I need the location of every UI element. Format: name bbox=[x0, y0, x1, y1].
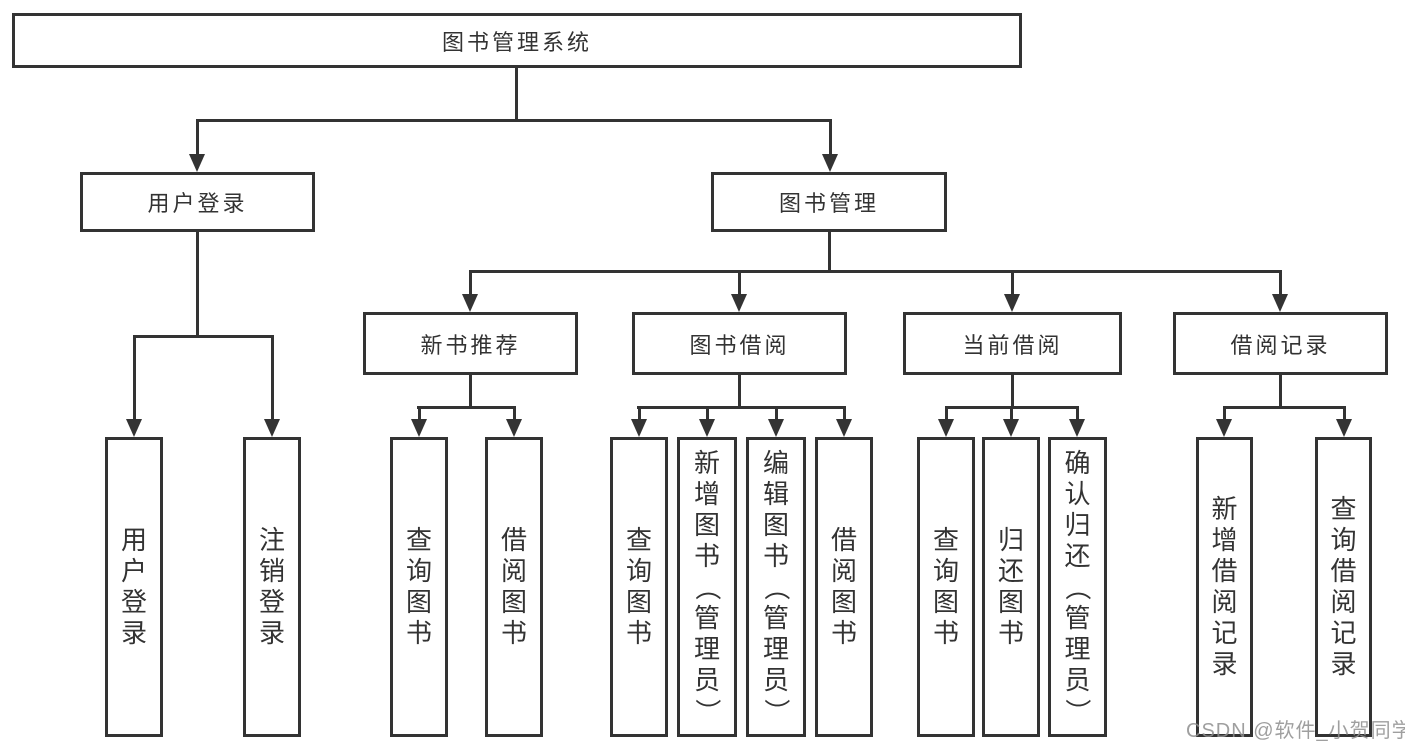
arrowhead-user-login-icon bbox=[189, 154, 205, 172]
leaf-bb-query-books-label: 查询图书 bbox=[625, 525, 652, 648]
edge-borrow-records-stem bbox=[1279, 375, 1282, 408]
edge-bb-borrow-drop bbox=[843, 406, 846, 422]
edge-book-mgmt-drop bbox=[829, 119, 832, 159]
arrowhead-borrow-records-icon bbox=[1272, 294, 1288, 312]
edge-book-borrow-drop bbox=[738, 270, 741, 298]
arrowhead-leaf-logout-icon bbox=[264, 419, 280, 437]
edge-bb-edit-drop bbox=[775, 406, 778, 422]
arrowhead-bb-query-icon bbox=[631, 419, 647, 437]
edge-book-mgmt-stem bbox=[828, 232, 831, 273]
node-current-borrow-label: 当前借阅 bbox=[962, 332, 1063, 358]
leaf-bb-borrow-books-label: 借阅图书 bbox=[830, 525, 857, 648]
node-new-book-rec: 新书推荐 bbox=[363, 312, 578, 375]
edge-cb-query-drop bbox=[945, 406, 948, 422]
arrowhead-br-query-icon bbox=[1336, 419, 1352, 437]
edge-current-borrow-stem bbox=[1011, 375, 1014, 408]
arrowhead-book-borrow-icon bbox=[731, 294, 747, 312]
leaf-bb-edit-books-label: 编辑图书（管理员） bbox=[761, 447, 792, 725]
node-new-book-rec-label: 新书推荐 bbox=[420, 332, 521, 358]
edge-br-query-drop bbox=[1343, 406, 1346, 422]
leaf-cb-return-books: 归还图书 bbox=[982, 437, 1040, 737]
leaf-br-query-record: 查询借阅记录 bbox=[1315, 437, 1372, 737]
edge-book-mgmt-branch bbox=[469, 270, 1282, 273]
edge-root-branch bbox=[196, 119, 832, 122]
leaf-cb-return-books-label: 归还图书 bbox=[997, 525, 1024, 648]
leaf-cb-confirm-return-label: 确认归还（管理员） bbox=[1062, 447, 1093, 725]
leaf-br-add-record-label: 新增借阅记录 bbox=[1211, 494, 1238, 679]
leaf-rec-query-books: 查询图书 bbox=[390, 437, 448, 737]
edge-borrow-records-leafbranch bbox=[1223, 406, 1345, 409]
leaf-rec-borrow-books-label: 借阅图书 bbox=[500, 525, 527, 648]
node-book-borrow: 图书借阅 bbox=[632, 312, 847, 375]
arrowhead-cb-confirm-icon bbox=[1069, 419, 1085, 437]
leaf-logout: 注销登录 bbox=[243, 437, 301, 737]
node-user-login: 用户登录 bbox=[80, 172, 315, 232]
arrowhead-book-mgmt-icon bbox=[822, 154, 838, 172]
leaf-cb-query-books-label: 查询图书 bbox=[932, 525, 959, 648]
edge-user-login-branch bbox=[133, 335, 274, 338]
leaf-rec-query-books-label: 查询图书 bbox=[405, 525, 432, 648]
edge-bb-add-drop bbox=[706, 406, 709, 422]
node-borrow-records: 借阅记录 bbox=[1173, 312, 1388, 375]
edge-user-login-stem bbox=[196, 232, 199, 338]
arrowhead-rec-borrow-icon bbox=[506, 419, 522, 437]
edge-bb-query-drop bbox=[638, 406, 641, 422]
edge-book-borrow-leafbranch bbox=[637, 406, 846, 409]
edge-book-borrow-stem bbox=[738, 375, 741, 408]
arrowhead-cb-query-icon bbox=[938, 419, 954, 437]
edge-cb-confirm-drop bbox=[1076, 406, 1079, 422]
edge-current-borrow-drop bbox=[1011, 270, 1014, 298]
arrowhead-cb-return-icon bbox=[1003, 419, 1019, 437]
arrowhead-bb-edit-icon bbox=[768, 419, 784, 437]
arrowhead-leaf-login-icon bbox=[126, 419, 142, 437]
node-book-borrow-label: 图书借阅 bbox=[689, 332, 790, 358]
edge-new-book-rec-stem bbox=[469, 375, 472, 408]
leaf-user-login: 用户登录 bbox=[105, 437, 163, 737]
watermark: CSDN @软件_小贺同学 bbox=[1186, 720, 1405, 742]
leaf-br-add-record: 新增借阅记录 bbox=[1196, 437, 1253, 737]
arrowhead-new-book-rec-icon bbox=[462, 294, 478, 312]
node-current-borrow: 当前借阅 bbox=[903, 312, 1122, 375]
leaf-br-query-record-label: 查询借阅记录 bbox=[1330, 494, 1357, 679]
leaf-user-login-label: 用户登录 bbox=[120, 525, 147, 648]
edge-borrow-records-drop bbox=[1279, 270, 1282, 298]
edge-leaf-logout-drop bbox=[271, 335, 274, 420]
edge-rec-borrow-drop bbox=[513, 406, 516, 422]
node-root-label: 图书管理系统 bbox=[441, 29, 592, 55]
arrowhead-bb-borrow-icon bbox=[836, 419, 852, 437]
node-root: 图书管理系统 bbox=[12, 13, 1022, 68]
edge-rec-query-drop bbox=[418, 406, 421, 422]
leaf-cb-query-books: 查询图书 bbox=[917, 437, 975, 737]
arrowhead-br-add-icon bbox=[1216, 419, 1232, 437]
leaf-bb-add-books: 新增图书（管理员） bbox=[677, 437, 737, 737]
leaf-bb-edit-books: 编辑图书（管理员） bbox=[746, 437, 806, 737]
edge-new-book-rec-drop bbox=[469, 270, 472, 298]
arrowhead-bb-add-icon bbox=[699, 419, 715, 437]
arrowhead-current-borrow-icon bbox=[1004, 294, 1020, 312]
edge-leaf-login-drop bbox=[133, 335, 136, 420]
edge-user-login-drop bbox=[196, 119, 199, 159]
leaf-bb-query-books: 查询图书 bbox=[610, 437, 668, 737]
leaf-bb-borrow-books: 借阅图书 bbox=[815, 437, 873, 737]
edge-cb-return-drop bbox=[1010, 406, 1013, 422]
edge-br-add-drop bbox=[1223, 406, 1226, 422]
node-book-mgmt-label: 图书管理 bbox=[778, 191, 879, 216]
leaf-logout-label: 注销登录 bbox=[258, 525, 285, 648]
leaf-rec-borrow-books: 借阅图书 bbox=[485, 437, 543, 737]
edge-root-stem bbox=[515, 68, 518, 121]
node-user-login-label: 用户登录 bbox=[147, 191, 248, 216]
leaf-cb-confirm-return: 确认归还（管理员） bbox=[1048, 437, 1107, 737]
node-borrow-records-label: 借阅记录 bbox=[1230, 332, 1331, 358]
node-book-mgmt: 图书管理 bbox=[711, 172, 947, 232]
arrowhead-rec-query-icon bbox=[411, 419, 427, 437]
leaf-bb-add-books-label: 新增图书（管理员） bbox=[692, 447, 723, 725]
edge-new-book-rec-leafbranch bbox=[417, 406, 516, 409]
